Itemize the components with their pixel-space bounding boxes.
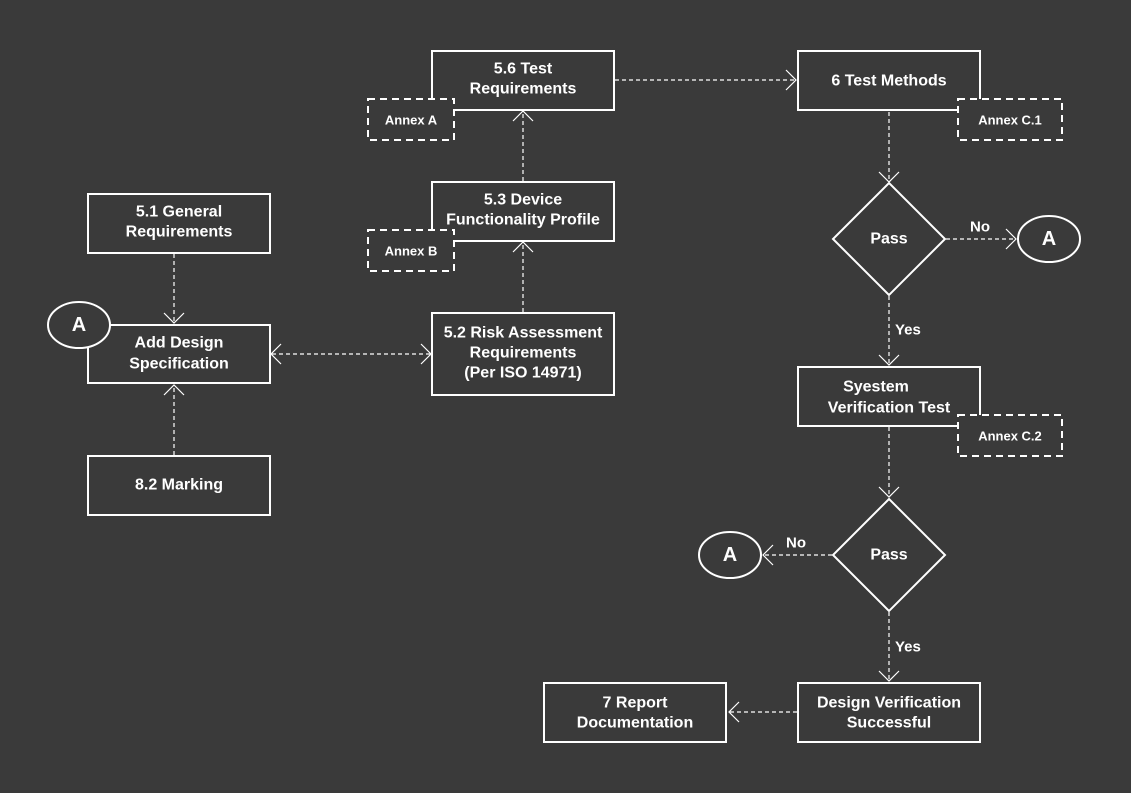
node-risk-assessment[interactable]: 5.2 Risk Assessment Requirements (Per IS… [431,312,615,396]
decision-pass-2[interactable]: Pass [831,497,947,613]
edge-add-design-risk-bidirectional [270,343,432,365]
edge-label-no: No [970,219,990,236]
edge-pass1-no [946,228,1017,250]
node-label-line: 8.2 Marking [135,477,223,494]
node-label-line: 7 Report [603,695,669,712]
decision-label: Pass [870,231,907,248]
node-label-line: Specification [129,356,229,373]
node-label-line: Add Design [135,335,224,352]
decision-label: Pass [870,547,907,564]
edge-dv-success-to-report [728,701,797,723]
node-add-design-specification[interactable]: Add Design Specification [87,324,271,384]
node-label-line: Requirements [470,345,577,362]
edge-test-methods-to-pass1 [878,112,900,183]
edge-risk-to-device-profile [512,241,534,312]
node-label-line: Successful [847,715,931,732]
annex-c1[interactable]: Annex C.1 [957,98,1063,141]
edge-system-test-to-pass2 [878,427,900,498]
edge-device-profile-to-test-req [512,110,534,181]
edges [163,69,1017,723]
decision-pass-1[interactable]: Pass [831,181,947,297]
node-label-line: Requirements [126,224,233,241]
annex-c2[interactable]: Annex C.2 [957,414,1063,457]
edge-pass2-no [762,544,832,566]
edge-test-req-to-test-methods [615,69,797,91]
edge-label-yes: Yes [895,639,921,656]
node-label-line: 5.2 Risk Assessment [444,325,603,342]
node-device-functionality-profile[interactable]: 5.3 Device Functionality Profile [431,181,615,242]
node-label-line: Documentation [577,715,693,732]
node-test-methods[interactable]: 6 Test Methods [797,50,981,111]
node-system-verification-test[interactable]: Syestem Verification Test [797,366,981,427]
node-marking[interactable]: 8.2 Marking [87,455,271,516]
node-label-line: Verification Test [828,400,951,417]
annex-label: Annex C.1 [978,113,1042,128]
node-test-requirements[interactable]: 5.6 Test Requirements [431,50,615,111]
node-label-line: 6 Test Methods [831,73,946,90]
connector-a-pass1[interactable]: A [1017,215,1081,263]
connector-a-pass2[interactable]: A [698,531,762,579]
annex-a[interactable]: Annex A [367,98,455,141]
node-label-line: 5.3 Device [484,192,562,209]
node-design-verification-successful[interactable]: Design Verification Successful [797,682,981,743]
connector-label: A [723,544,737,566]
node-report-documentation[interactable]: 7 Report Documentation [543,682,727,743]
edge-marking-to-add-design [163,384,185,455]
annex-label: Annex B [385,244,438,259]
node-general-requirements[interactable]: 5.1 General Requirements [87,193,271,254]
edge-label-yes: Yes [895,322,921,339]
connector-label: A [72,314,86,336]
edge-label-no: No [786,535,806,552]
node-label-line: Requirements [470,81,577,98]
annex-label: Annex C.2 [978,429,1042,444]
node-label-line: Design Verification [817,695,961,712]
edge-pass1-yes [878,296,900,366]
edge-pass2-yes [878,612,900,682]
connector-a-left[interactable]: A [47,301,111,349]
connector-label: A [1042,228,1056,250]
node-label-line: Syestem [843,379,909,396]
node-label-line: 5.6 Test [494,61,553,78]
edge-general-to-add-design [163,254,185,324]
annex-label: Annex A [385,113,438,128]
node-label-line: Functionality Profile [446,212,600,229]
annex-b[interactable]: Annex B [367,229,455,272]
node-label-line: (Per ISO 14971) [464,365,581,382]
node-label-line: 5.1 General [136,204,222,221]
